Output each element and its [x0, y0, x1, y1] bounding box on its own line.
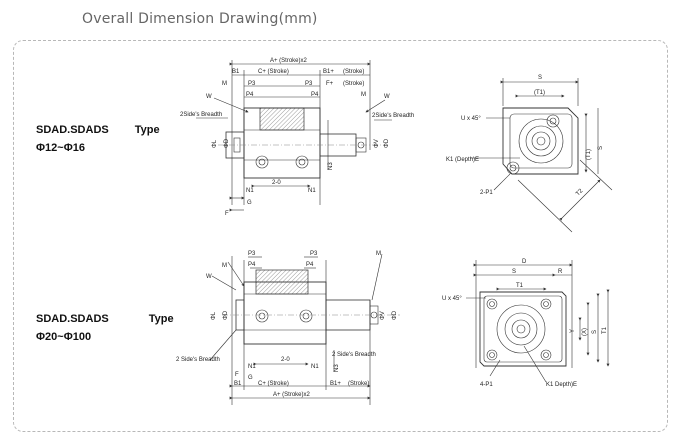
- x-label: (X): [582, 328, 588, 336]
- model-label: SDAD.SDADS: [36, 124, 109, 136]
- side-breadth-right: 2Side's Breadth: [372, 113, 414, 119]
- bore-range: Φ12~Φ16: [36, 142, 85, 154]
- top-front-view: [470, 78, 613, 233]
- bottom-side-labels: P3 P4 P3 P4 M M W ΦL ΦD ΦD ΦV 2 Side's B…: [176, 251, 398, 398]
- u-label: U x 45°: [442, 296, 462, 302]
- stroke2-label: (Stroke): [343, 81, 364, 87]
- n1-label: N1: [246, 188, 254, 194]
- u-label: U x 45°: [461, 116, 481, 122]
- two-o-label: 2-0: [272, 180, 281, 186]
- s-label: S: [538, 75, 542, 81]
- n1b-label: N1: [308, 188, 316, 194]
- type-word: Type: [148, 313, 174, 325]
- p4-label: P4: [246, 92, 254, 98]
- b1-stroke-label: B1+: [330, 381, 341, 387]
- p4b-label: P4: [311, 92, 319, 98]
- p3-label: P3: [248, 251, 256, 257]
- bottom-side-view: [209, 253, 400, 405]
- n3-label: N3: [334, 364, 340, 372]
- c-stroke-label: C+ (Stroke): [258, 69, 289, 75]
- t2-label: T2: [575, 188, 585, 198]
- t1-label: T1: [516, 283, 524, 289]
- phi-db-label: ΦD: [384, 138, 390, 148]
- phi-l-label: ΦL: [211, 311, 217, 320]
- g-label: G: [247, 200, 252, 206]
- s-label: S: [512, 269, 516, 275]
- type-label-large: SDAD.SDADS Type Φ20~Φ100: [36, 310, 174, 346]
- p3b-label: P3: [305, 81, 313, 87]
- side-breadth-left: 2 Side's Breadth: [176, 357, 220, 363]
- t1-label: (T1): [534, 90, 545, 96]
- top-side-view: [196, 60, 392, 212]
- type-word: Type: [134, 124, 160, 136]
- stroke-label: (Stroke): [343, 69, 364, 75]
- bottom-front-view: [466, 260, 610, 383]
- k1-label: K1 Depth)E: [546, 382, 577, 388]
- w-label: W: [206, 274, 212, 280]
- d-label: D: [522, 259, 527, 265]
- sv-label: S: [592, 330, 598, 334]
- b1-label: B1: [232, 69, 240, 75]
- r-label: R: [558, 269, 563, 275]
- f-label: F: [225, 211, 229, 217]
- f-label: F: [235, 372, 239, 378]
- p3b-label: P3: [310, 251, 318, 257]
- c-stroke-label: C+ (Stroke): [258, 381, 289, 387]
- b1-label: B1: [234, 381, 242, 387]
- top-front-labels: S (T1) U x 45° (T1) S K1 (Depth)E 2-P1 T…: [446, 75, 604, 197]
- k1-label: K1 (Depth)E: [446, 157, 479, 163]
- phi-v-label: ΦV: [380, 311, 386, 320]
- mb-label: M: [361, 92, 366, 98]
- n3-label: N3: [328, 162, 334, 170]
- two-o-label: 2-0: [281, 357, 290, 363]
- side-breadth-right: 2 Side's Breadth: [332, 352, 376, 358]
- t1v-label: (T1): [586, 149, 592, 160]
- model-label: SDAD.SDADS: [36, 313, 109, 325]
- w-label: W: [206, 94, 212, 100]
- stroke-label: (Stroke): [348, 381, 369, 387]
- t1v-label: T1: [602, 326, 608, 334]
- side-breadth-left: 2Side's Breadth: [180, 112, 222, 118]
- phi-d-label: ΦD: [223, 310, 229, 320]
- phi-d-label: ΦD: [224, 138, 230, 148]
- a-stroke-label: A+ (Stroke)x2: [273, 392, 311, 398]
- p1-label: 4-P1: [480, 382, 493, 388]
- m-label: M: [222, 81, 227, 87]
- n1b-label: N1: [311, 364, 319, 370]
- page-title: Overall Dimension Drawing(mm): [82, 11, 318, 27]
- m-label: M: [222, 263, 227, 269]
- bore-range: Φ20~Φ100: [36, 331, 92, 343]
- p4b-label: P4: [306, 262, 314, 268]
- p1-label: 2-P1: [480, 190, 493, 196]
- mb-label: M: [376, 251, 381, 257]
- wb-label: W: [384, 94, 390, 100]
- p3-label: P3: [248, 81, 256, 87]
- b1-stroke-label: B1+: [323, 69, 334, 75]
- y-label: Y: [570, 329, 576, 333]
- phi-l-label: ΦL: [212, 139, 218, 148]
- a-stroke-label: A+ (Stroke)x2: [270, 58, 308, 64]
- n1-label: N1: [248, 364, 256, 370]
- sv-label: S: [598, 146, 604, 150]
- drawing-frame: [13, 40, 668, 432]
- f-stroke-label: F+: [326, 81, 334, 87]
- g-label: G: [248, 375, 253, 381]
- phi-v-label: ΦV: [374, 139, 380, 148]
- p4-label: P4: [248, 262, 256, 268]
- type-label-small: SDAD.SDADS Type Φ12~Φ16: [36, 121, 160, 157]
- top-side-labels: A+ (Stroke)x2 B1 C+ (Stroke) B1+ (Stroke…: [180, 58, 414, 217]
- phi-db-label: ΦD: [392, 310, 398, 320]
- bottom-front-labels: D S R T1 U x 45° Y (X) S T1 4-P1 K1 Dept…: [442, 259, 608, 388]
